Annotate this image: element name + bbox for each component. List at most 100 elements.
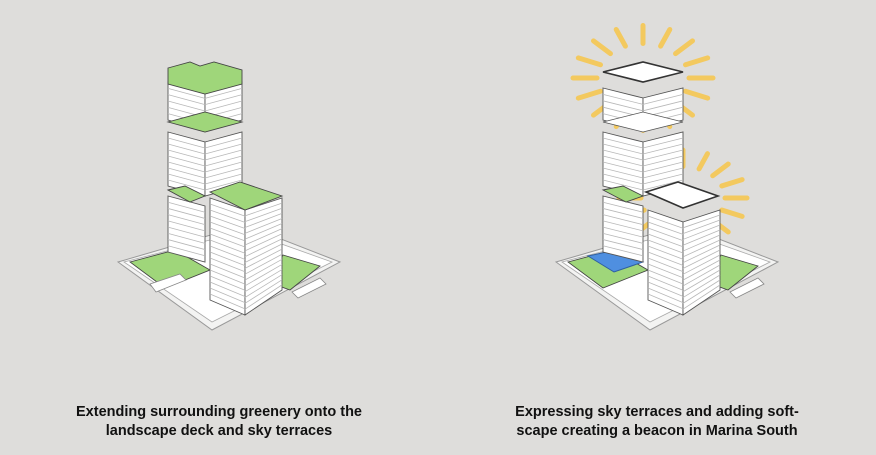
diagram-panel-beacon: Expressing sky terraces and adding soft-… <box>438 0 876 455</box>
floor-line <box>642 173 684 185</box>
beacon-ray <box>710 161 731 179</box>
floor-line <box>602 173 644 185</box>
floor-line <box>602 179 644 191</box>
floor-line <box>602 245 644 257</box>
floor-line <box>209 281 246 297</box>
floor-line <box>647 221 684 235</box>
floor-line <box>682 219 721 235</box>
sky-terrace-middle <box>166 111 244 133</box>
floor-line <box>602 143 644 155</box>
floor-line <box>642 161 684 173</box>
floor-line <box>204 87 243 99</box>
floor-line <box>602 239 644 250</box>
floor-line <box>244 264 283 287</box>
floor-line <box>244 207 283 223</box>
floor-line <box>647 275 684 291</box>
floor-line <box>642 167 684 179</box>
floor-line <box>244 223 283 240</box>
floor-line <box>244 238 283 258</box>
beacon-ray <box>591 38 613 57</box>
floor-line <box>602 201 644 213</box>
beacon-ray <box>658 26 673 49</box>
floor-line <box>682 224 721 240</box>
floor-line <box>167 87 206 99</box>
caption-beacon: Expressing sky terraces and adding soft-… <box>438 403 876 441</box>
floor-line <box>647 269 684 285</box>
floor-line <box>167 201 206 213</box>
floor-line <box>647 281 684 297</box>
floor-line <box>244 212 283 228</box>
floor-line <box>642 100 684 112</box>
floor-line <box>167 143 206 155</box>
floor-line <box>204 167 243 179</box>
floor-line <box>244 284 283 310</box>
floor-line <box>209 227 246 242</box>
floor-line <box>642 155 684 167</box>
floor-line <box>209 221 246 236</box>
floor-line <box>167 239 206 250</box>
floor-line <box>209 263 246 279</box>
floor-line <box>602 232 644 244</box>
floor-line <box>204 94 243 106</box>
sky-terrace-front <box>208 181 284 211</box>
beacon-ray <box>696 151 710 172</box>
floor-line <box>642 143 684 155</box>
floor-line <box>602 226 644 238</box>
floor-line <box>204 155 243 167</box>
tower-middle-block <box>602 111 684 197</box>
floor-line <box>244 218 283 234</box>
tower-front-block <box>208 181 284 316</box>
sky-terrace-lower <box>601 185 645 203</box>
floor-line <box>602 100 644 112</box>
floor-line <box>682 249 721 269</box>
floor-line <box>209 287 246 304</box>
floor-line <box>682 234 721 252</box>
floor-line <box>204 137 243 149</box>
floor-line <box>167 137 206 149</box>
caption-greenery: Extending surrounding greenery onto the … <box>0 403 438 441</box>
floor-line <box>167 226 206 238</box>
floor-line <box>167 208 206 219</box>
floor-line <box>209 239 246 254</box>
floor-line <box>167 179 206 191</box>
floor-line <box>647 293 684 310</box>
sky-terrace-front-frame <box>643 181 721 209</box>
floor-line <box>682 274 721 298</box>
floor-line <box>244 258 283 281</box>
floor-line <box>209 251 246 266</box>
floor-line <box>647 227 684 241</box>
floor-line <box>647 245 684 260</box>
floor-line <box>244 228 283 246</box>
floor-line <box>167 167 206 179</box>
floor-line <box>682 264 721 287</box>
floor-line <box>167 161 206 173</box>
floor-line <box>209 215 246 229</box>
floor-line <box>602 161 644 173</box>
floor-line <box>209 233 246 248</box>
beacon-ray <box>719 207 745 219</box>
caption-line: Extending surrounding greenery onto the <box>76 404 362 420</box>
floor-line <box>244 279 283 304</box>
floor-line <box>167 173 206 185</box>
tower-front-block <box>643 181 721 316</box>
floor-line <box>209 269 246 285</box>
caption-line: scape creating a beacon in Marina South <box>516 423 798 439</box>
floor-line <box>244 274 283 298</box>
floor-line <box>209 257 246 273</box>
floor-line <box>682 259 721 281</box>
floor-line <box>204 179 243 191</box>
floor-line <box>602 137 644 149</box>
floor-line <box>642 179 684 191</box>
tower-lower-block <box>166 185 207 263</box>
beacon-ray <box>719 177 745 189</box>
beacon-ray <box>613 26 628 49</box>
floor-line <box>682 279 721 304</box>
floor-line <box>602 220 644 232</box>
floor-line <box>602 149 644 161</box>
floor-line <box>204 100 243 112</box>
floor-line <box>209 293 246 310</box>
floor-line <box>647 233 684 248</box>
floor-line <box>642 149 684 161</box>
floor-line <box>167 149 206 161</box>
floor-line <box>647 287 684 303</box>
